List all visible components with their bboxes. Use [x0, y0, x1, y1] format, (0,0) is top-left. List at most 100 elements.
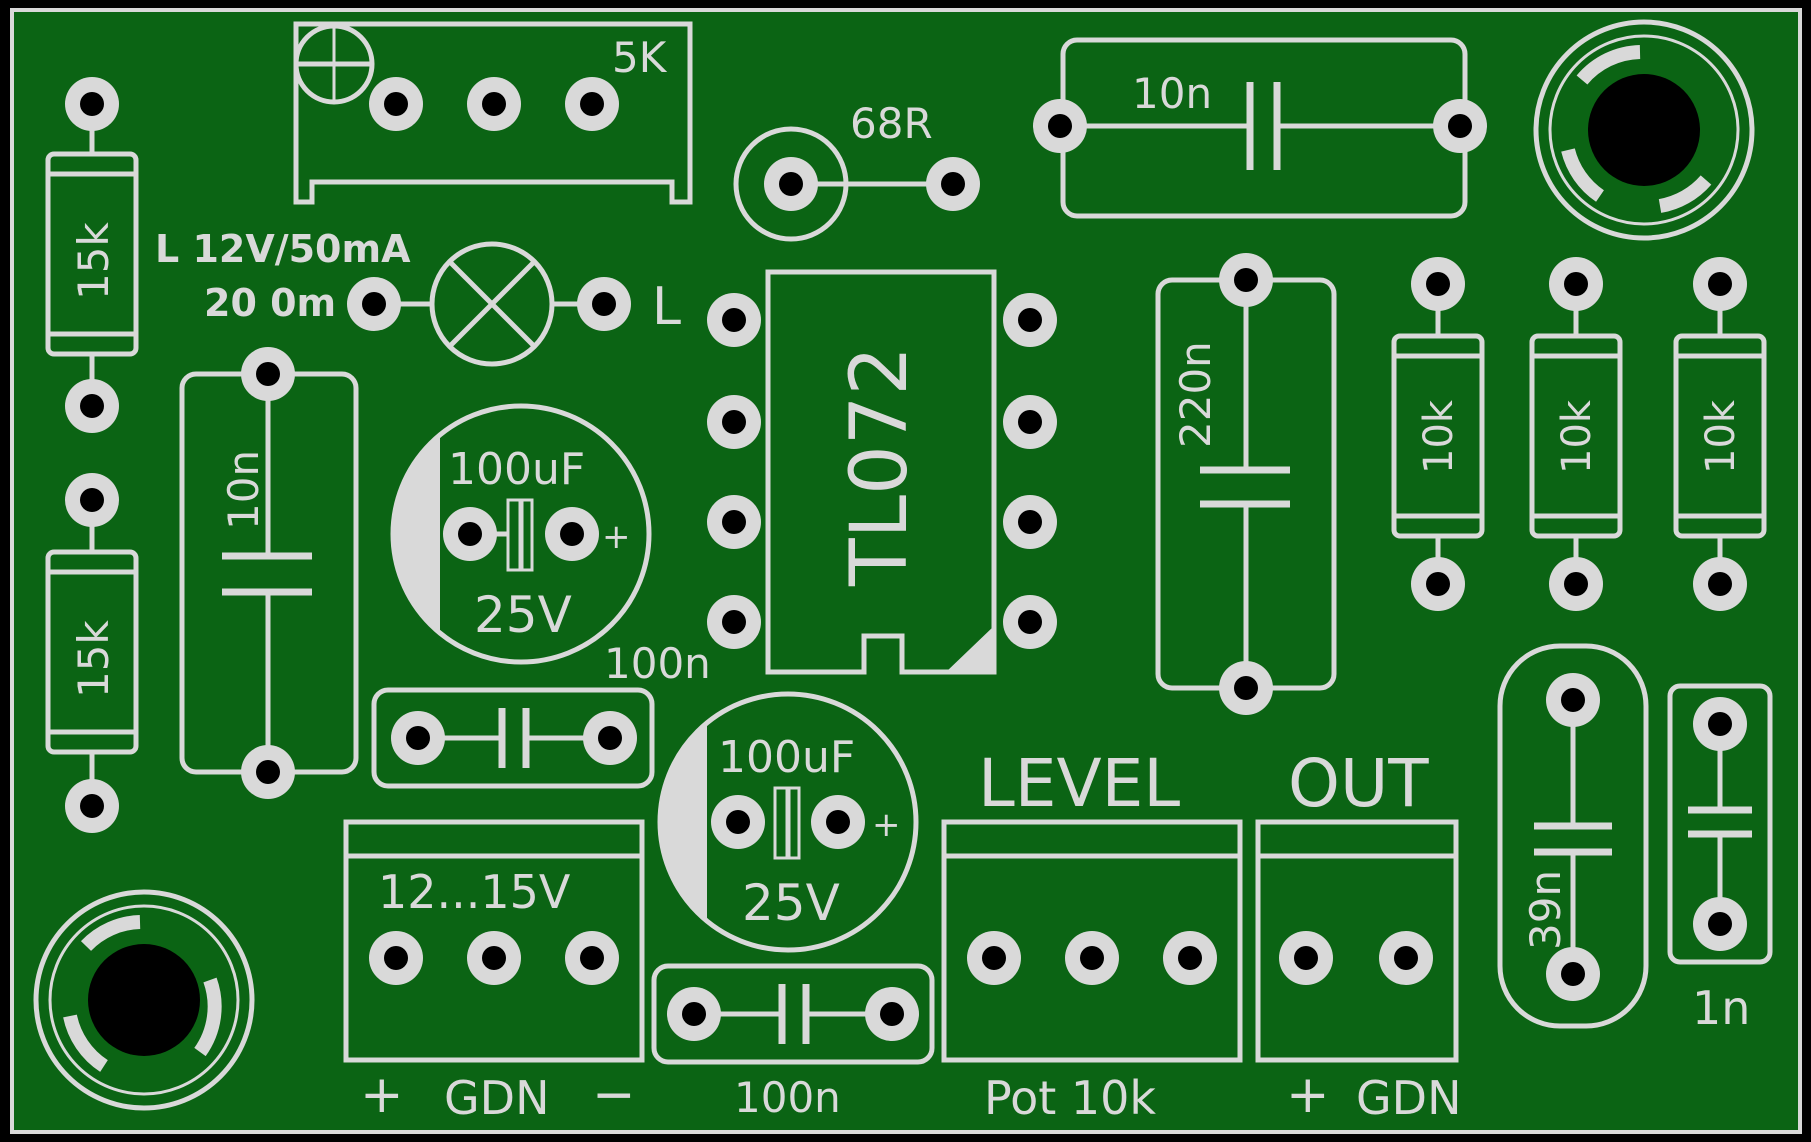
pad-drill-hole [682, 1002, 706, 1026]
pad-drill-hole [1234, 268, 1258, 292]
elcap2-value-label: 100uF [718, 732, 855, 783]
mounting-hole-bottom-left-rings [33, 889, 255, 1111]
pad-drill-hole [406, 726, 430, 750]
pad-drill-hole [560, 522, 584, 546]
terminal-block-out [1255, 819, 1459, 1063]
resistor-15k-top [45, 104, 139, 406]
pad-drill-hole [598, 726, 622, 750]
pad-drill-hole [1708, 712, 1732, 736]
pad-drill-hole [1564, 272, 1588, 296]
pad-drill-hole [80, 92, 104, 116]
trimmer-potentiometer [293, 21, 693, 205]
pad-drill-hole [779, 172, 803, 196]
pad-drill-hole [1080, 946, 1104, 970]
resistor-10k-2-label: 10k [1554, 399, 1600, 474]
resistor-15k-bottom [45, 500, 139, 806]
pad-drill-hole [1048, 114, 1072, 138]
elcap1-voltage-label: 25V [474, 586, 572, 644]
pad-drill-hole [826, 810, 850, 834]
pad-drill-hole [1018, 308, 1042, 332]
solder-pads [65, 77, 1747, 1041]
out-label: OUT [1288, 745, 1429, 822]
mounting-hole-bottom-left [88, 944, 200, 1056]
cap-100n-upper-label: 100n [604, 639, 711, 688]
resistor-10k-3-label: 10k [1698, 399, 1744, 474]
cap-39n-label: 39n [1521, 870, 1570, 950]
pad-drill-hole [384, 92, 408, 116]
pad-drill-hole [1561, 688, 1585, 712]
pad-drill-hole [722, 510, 746, 534]
mounting-hole-bottom-left-arc-c [194, 977, 222, 1057]
pad-drill-hole [1448, 114, 1472, 138]
mounting-hole-bottom-left-arc-b [63, 1014, 109, 1072]
lamp-spec-label: L 12V/50mA [155, 227, 411, 271]
lamp-spec2-label: 20 0m [204, 281, 336, 325]
terminal-block-level [941, 819, 1243, 1063]
pad-drill-hole [1394, 946, 1418, 970]
pad-drill-hole [1708, 572, 1732, 596]
resistor-68r-label: 68R [850, 99, 933, 148]
ic-label: TL072 [835, 346, 925, 587]
pad-drill-hole [384, 946, 408, 970]
lamp-symbol [374, 241, 604, 367]
cap-top-10n-label: 10n [1132, 69, 1212, 118]
resistor-10k-1 [1391, 284, 1485, 584]
pad-drill-hole [722, 410, 746, 434]
pad-drill-hole [592, 292, 616, 316]
pad-drill-hole [1178, 946, 1202, 970]
elcap1-plus-label: + [602, 517, 631, 557]
mounting-hole-top-right-rings [1533, 19, 1755, 241]
elcap2-plus-label: + [872, 805, 901, 845]
pad-drill-hole [1018, 510, 1042, 534]
ic-tl072-outline [765, 269, 997, 675]
mounting-hole-top-right [1588, 74, 1700, 186]
ic-pin1-marker [946, 626, 994, 672]
pad-drill-hole [80, 488, 104, 512]
pad-drill-hole [722, 610, 746, 634]
electrolytic-2-polarity-band [658, 722, 707, 922]
electrolytic-1-polarity-band [391, 434, 440, 634]
pad-drill-hole [256, 760, 280, 784]
pad-drill-hole [80, 394, 104, 418]
pad-drill-hole [1564, 572, 1588, 596]
pad-drill-hole [458, 522, 482, 546]
pad-drill-hole [1294, 946, 1318, 970]
lamp-l-label: L [652, 277, 681, 337]
cap-220n-label: 220n [1171, 341, 1220, 448]
pot-label: Pot 10k [984, 1071, 1156, 1125]
trimmer-value-label: 5K [612, 33, 668, 82]
power-plus-label: + [360, 1065, 404, 1125]
terminal-block-supply [343, 819, 645, 1063]
pad-drill-hole [722, 308, 746, 332]
out-gnd-label: GDN [1356, 1071, 1461, 1125]
mounting-hole-top-right-arc-a [1576, 45, 1641, 85]
resistor-10k-1-label: 10k [1416, 399, 1462, 474]
power-minus-label: − [592, 1065, 636, 1125]
resistor-15k-bottom-label: 15k [69, 620, 118, 698]
pad-drill-hole [941, 172, 965, 196]
pad-drill-hole [1018, 410, 1042, 434]
cap-1n-label: 1n [1692, 981, 1750, 1035]
pad-drill-hole [80, 794, 104, 818]
pad-drill-hole [982, 946, 1006, 970]
pad-drill-hole [256, 362, 280, 386]
power-gnd-label: GDN [444, 1071, 549, 1125]
pad-drill-hole [1708, 272, 1732, 296]
resistor-15k-top-label: 15k [69, 222, 118, 300]
pad-drill-hole [580, 946, 604, 970]
pad-drill-hole [482, 946, 506, 970]
mounting-hole-bottom-left-arc-a [80, 915, 141, 952]
pad-drill-hole [726, 810, 750, 834]
pad-drill-hole [1708, 912, 1732, 936]
pad-drill-hole [362, 292, 386, 316]
supply-voltage-label: 12...15V [378, 865, 571, 919]
cap-left-10n-label: 10n [219, 450, 268, 530]
elcap2-voltage-label: 25V [742, 874, 840, 932]
pad-drill-hole [1426, 572, 1450, 596]
resistor-10k-3 [1673, 284, 1767, 584]
mounting-hole-top-right-arc-c [1658, 175, 1712, 213]
cap-100n-lower-label: 100n [734, 1073, 841, 1122]
resistor-10k-2 [1529, 284, 1623, 584]
elcap1-value-label: 100uF [448, 444, 585, 495]
